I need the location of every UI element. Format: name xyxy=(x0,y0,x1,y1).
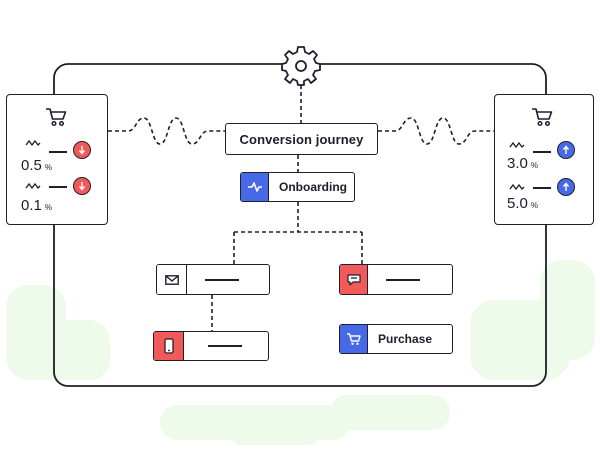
metric-value: 3.0 % xyxy=(507,156,538,171)
metric-unit: % xyxy=(530,161,538,170)
connector-left xyxy=(108,117,225,145)
metric-number: 5.0 xyxy=(507,195,528,212)
right-metrics-card[interactable]: 3.0 % 5.0 % xyxy=(494,94,594,225)
onboarding-stage-node[interactable]: Onboarding xyxy=(240,172,355,202)
metric-number: 3.0 xyxy=(507,155,528,172)
placeholder-line xyxy=(386,278,420,281)
purchase-label: Purchase xyxy=(378,332,433,346)
dash-separator xyxy=(49,151,67,153)
placeholder-line xyxy=(205,278,239,281)
email-node-text xyxy=(187,265,269,294)
phone-icon xyxy=(154,332,184,360)
purchase-node[interactable]: Purchase xyxy=(339,324,453,354)
connector-stage-branches xyxy=(233,202,363,264)
phone-node[interactable] xyxy=(153,331,269,361)
onboarding-label: Onboarding xyxy=(279,180,347,194)
title-label: Conversion journey xyxy=(239,131,364,147)
metric-unit: % xyxy=(44,203,52,212)
arrow-down-icon xyxy=(73,177,91,195)
chat-node-text xyxy=(368,265,452,294)
zigzag-icon xyxy=(509,141,525,149)
connector-right xyxy=(378,117,494,145)
arrow-up-icon xyxy=(557,141,575,159)
chat-node[interactable] xyxy=(339,264,453,295)
conversion-journey-title[interactable]: Conversion journey xyxy=(225,123,378,155)
cart-icon xyxy=(340,325,368,353)
zigzag-icon xyxy=(25,182,41,190)
cart-icon xyxy=(46,108,67,127)
metric-value: 0.5 % xyxy=(21,158,52,173)
arrow-down-icon xyxy=(73,141,91,159)
phone-node-text xyxy=(184,332,268,360)
arrow-up-icon xyxy=(557,178,575,196)
email-node[interactable] xyxy=(156,264,270,295)
dash-separator xyxy=(533,187,551,189)
metric-unit: % xyxy=(44,163,52,172)
dash-separator xyxy=(533,151,551,153)
metric-number: 0.5 xyxy=(21,157,42,174)
main-frame xyxy=(53,63,547,387)
cart-icon xyxy=(532,108,553,127)
metric-value: 0.1 % xyxy=(21,198,52,213)
metric-number: 0.1 xyxy=(21,197,42,214)
envelope-icon xyxy=(157,265,187,294)
dash-separator xyxy=(49,186,67,188)
metric-value: 5.0 % xyxy=(507,196,538,211)
pulse-icon xyxy=(241,173,269,201)
zigzag-icon xyxy=(25,139,41,147)
zigzag-icon xyxy=(509,183,525,191)
gear-icon xyxy=(281,46,321,86)
placeholder-line xyxy=(208,345,242,347)
chat-icon xyxy=(340,265,368,294)
metric-unit: % xyxy=(530,201,538,210)
left-metrics-card[interactable]: 0.5 % 0.1 % xyxy=(6,94,108,225)
